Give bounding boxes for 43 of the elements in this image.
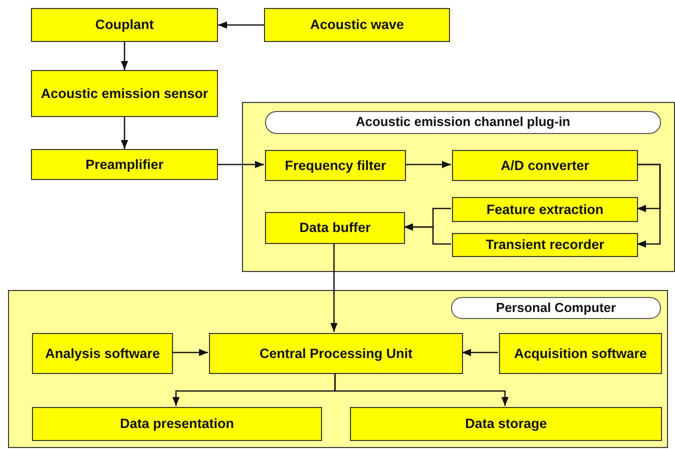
box-label: Couplant	[95, 17, 154, 33]
box-label: Data buffer	[299, 220, 371, 236]
process-box	[452, 150, 638, 181]
process-box	[499, 333, 662, 374]
process-box	[264, 8, 450, 42]
process-box	[31, 149, 218, 180]
box-label: A/D converter	[500, 158, 590, 174]
arrow	[218, 160, 264, 168]
box-label: Acquisition software	[514, 346, 647, 362]
process-box	[265, 212, 405, 244]
process-box	[31, 8, 218, 42]
arrow	[637, 164, 661, 248]
box-label: Data storage	[465, 416, 547, 432]
arrow	[404, 223, 451, 245]
box-label: Preamplifier	[85, 156, 164, 172]
group-title: Personal Computer	[451, 297, 661, 319]
arrow	[334, 373, 509, 406]
process-box	[452, 197, 638, 222]
group-panel	[8, 290, 668, 448]
arrow	[330, 243, 338, 332]
arrow	[462, 348, 498, 356]
arrow	[120, 117, 128, 149]
box-label: Acoustic emission sensor	[40, 86, 208, 102]
group-title: Acoustic emission channel plug-in	[265, 111, 661, 134]
box-label: Feature extraction	[486, 202, 604, 218]
arrow	[218, 21, 264, 29]
box-label: Transient recorder	[486, 237, 604, 253]
box-label: Analysis software	[45, 346, 160, 362]
box-label: Central Processing Unit	[259, 346, 413, 362]
box-label: Acoustic wave	[310, 17, 404, 33]
box-label: Frequency filter	[284, 158, 386, 174]
process-box	[209, 333, 463, 374]
process-box	[350, 407, 662, 441]
process-box	[265, 150, 406, 181]
process-box	[452, 233, 638, 257]
process-box	[32, 333, 173, 374]
arrow	[120, 42, 128, 70]
arrow	[405, 160, 451, 168]
box-label: Data presentation	[120, 416, 234, 432]
arrow	[172, 348, 208, 356]
process-box	[31, 70, 218, 117]
group-panel	[242, 102, 675, 272]
process-box	[32, 407, 322, 441]
